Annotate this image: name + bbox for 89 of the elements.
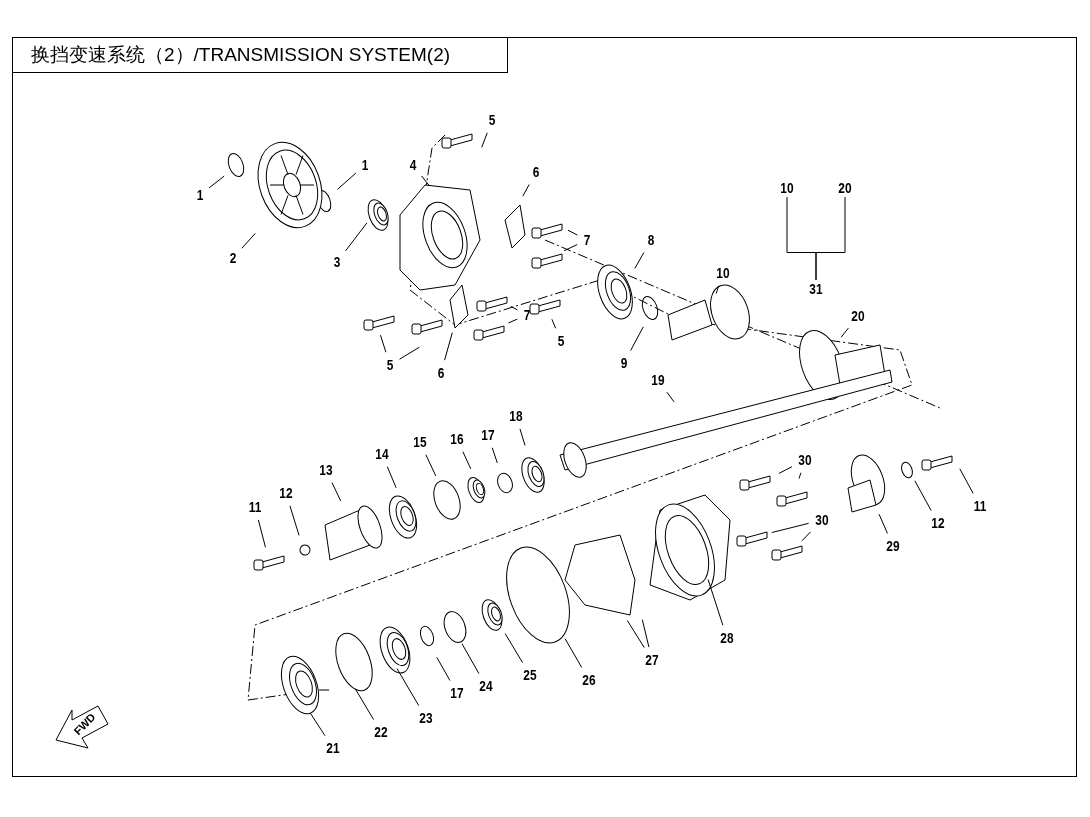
leader-line: [522, 184, 530, 197]
leader-line: [634, 252, 645, 269]
callout-number: 10: [714, 265, 732, 281]
leader-line: [504, 633, 524, 664]
leader-line: [707, 579, 724, 626]
callout-number: 29: [884, 538, 902, 554]
callout-number: 21: [324, 740, 342, 756]
leader-line: [241, 232, 256, 249]
leader-line: [630, 326, 644, 351]
leader-line: [257, 519, 266, 548]
leader-line: [399, 346, 420, 360]
callout-number: 1: [359, 157, 371, 173]
callout-number: 26: [580, 672, 598, 688]
leader-line: [798, 472, 802, 479]
callout-number: 30: [796, 452, 814, 468]
leader-line: [510, 305, 518, 311]
diagram-title: 换挡变速系统（2）/TRANSMISSION SYSTEM(2): [12, 37, 508, 73]
leader-line: [771, 522, 810, 534]
bracket-line: [815, 196, 846, 281]
leader-line: [715, 285, 720, 294]
callout-number: 22: [372, 724, 390, 740]
callout-number: 17: [479, 427, 497, 443]
callout-number: 2: [227, 250, 239, 266]
callout-number: 13: [317, 462, 335, 478]
callout-number: 16: [448, 431, 466, 447]
callout-number: 5: [384, 357, 396, 373]
callout-number: 6: [530, 164, 542, 180]
callout-number: 19: [649, 372, 667, 388]
leader-line: [208, 175, 225, 189]
leader-line: [436, 656, 451, 681]
leader-line: [444, 332, 453, 361]
callout-number: 23: [417, 710, 435, 726]
callout-number: 5: [555, 333, 567, 349]
leader-line: [345, 222, 368, 252]
callout-number: 5: [486, 112, 498, 128]
leader-line: [801, 531, 812, 542]
leader-line: [379, 334, 387, 353]
leader-line: [331, 482, 342, 502]
leader-line: [567, 229, 578, 236]
leader-line: [519, 428, 526, 446]
leader-line: [462, 451, 472, 470]
callout-number: 10: [778, 180, 796, 196]
callout-number: 4: [407, 157, 419, 173]
callout-number: 20: [849, 308, 867, 324]
leader-line: [641, 619, 650, 648]
leader-line: [778, 466, 793, 474]
callout-number: 14: [373, 446, 391, 462]
leader-line: [508, 318, 518, 324]
leader-line: [551, 318, 557, 329]
callout-number: 28: [718, 630, 736, 646]
leader-line: [354, 688, 375, 721]
leader-line: [626, 620, 645, 649]
leader-line: [337, 172, 357, 190]
leader-line: [666, 391, 675, 403]
leader-line: [425, 454, 437, 477]
callout-number: 31: [807, 281, 825, 297]
callout-number: 30: [813, 512, 831, 528]
leader-line: [481, 132, 488, 148]
callout-number: 24: [477, 678, 495, 694]
callout-number: 7: [581, 232, 593, 248]
callout-number: 1: [194, 187, 206, 203]
callout-number: 11: [971, 498, 989, 514]
callout-number: 15: [411, 434, 429, 450]
leader-line: [959, 468, 974, 494]
leader-line: [914, 480, 932, 511]
leader-line: [491, 447, 498, 464]
callout-number: 25: [521, 667, 539, 683]
callout-number: 20: [836, 180, 854, 196]
callout-number: 7: [521, 307, 533, 323]
leader-line: [878, 513, 888, 534]
callout-number: 3: [331, 254, 343, 270]
leader-line: [840, 327, 849, 338]
callout-number: 27: [643, 652, 661, 668]
callout-number: 9: [618, 355, 630, 371]
leader-line: [386, 466, 397, 489]
callout-number: 6: [435, 365, 447, 381]
callout-number: 12: [929, 515, 947, 531]
leader-line: [564, 638, 583, 669]
callout-number: 12: [277, 485, 295, 501]
leader-line: [563, 244, 578, 252]
callout-number: 11: [246, 499, 264, 515]
leader-line: [309, 712, 326, 737]
callout-number: 17: [448, 685, 466, 701]
callout-number: 8: [645, 232, 657, 248]
leader-line: [396, 668, 420, 707]
leader-line: [421, 175, 430, 186]
callout-number: 18: [507, 408, 525, 424]
leader-line: [289, 505, 300, 536]
leader-line: [461, 643, 480, 674]
